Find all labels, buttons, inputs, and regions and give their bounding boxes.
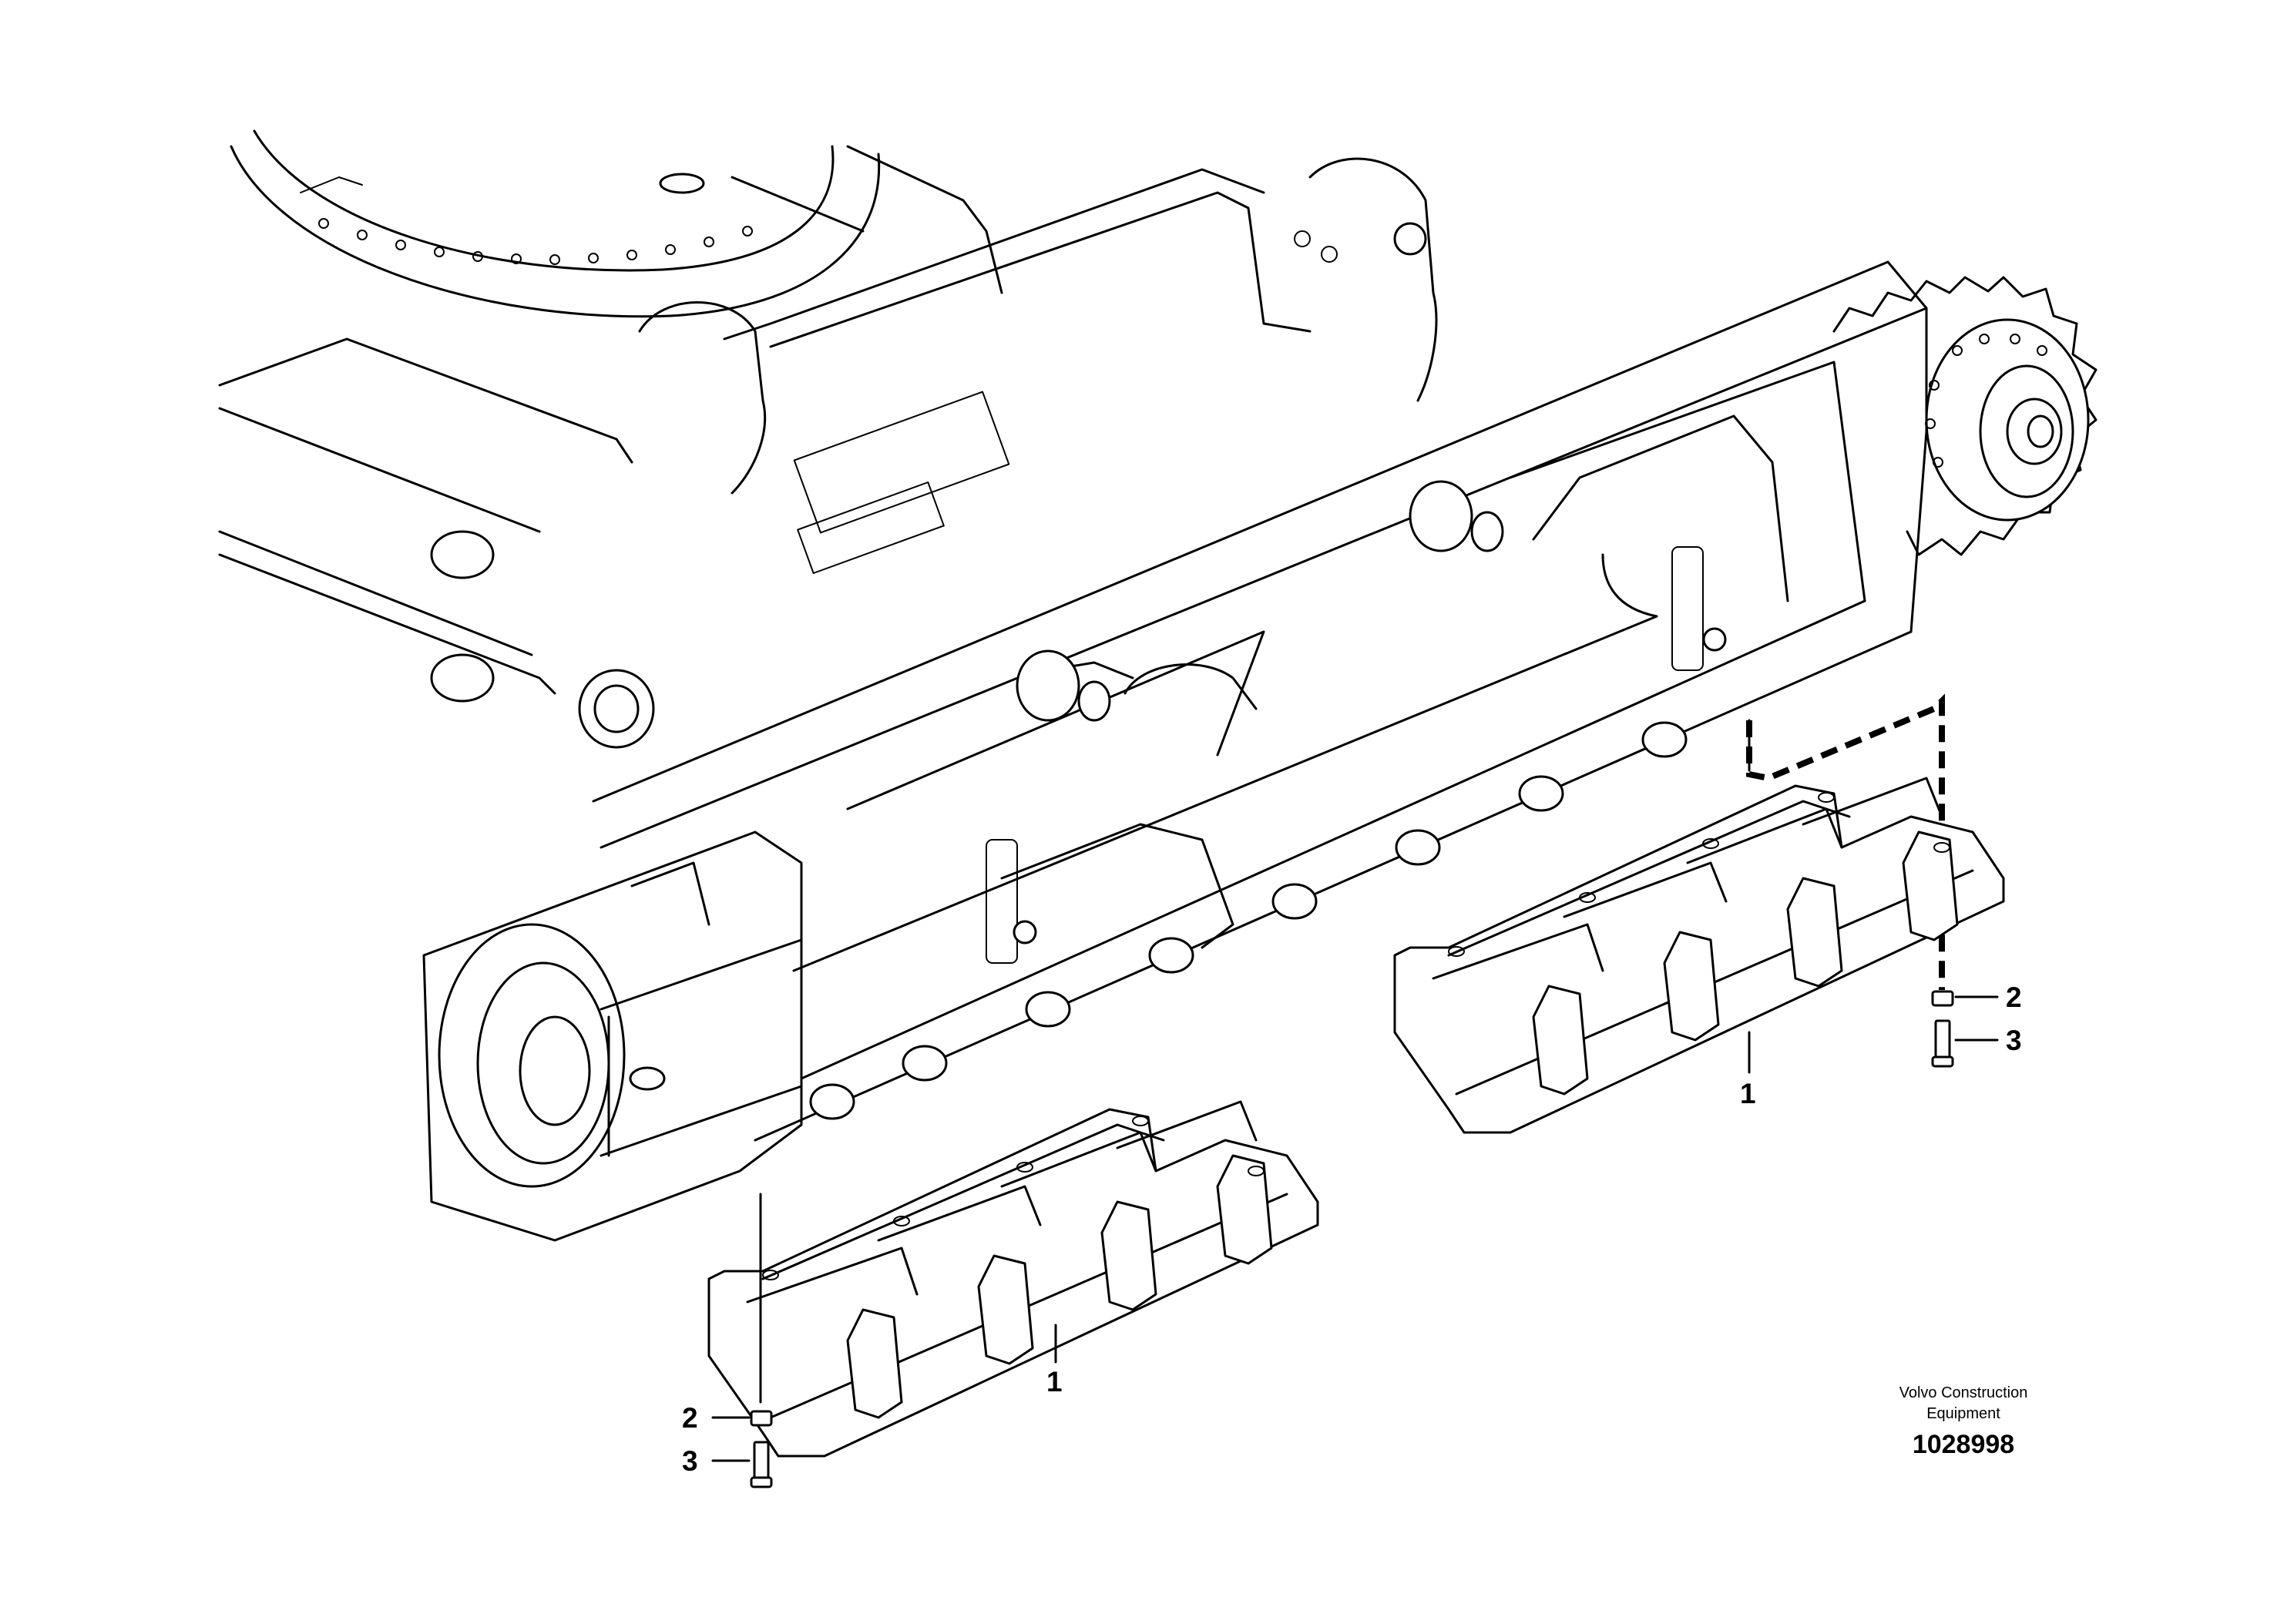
track-guard-right [1393,777,2005,1134]
undercarriage-frame [218,145,1438,749]
screw-right [1931,1019,1954,1068]
callout-guard-left: 1 [1046,1366,1063,1398]
callout-guard-right: 1 [1740,1078,1756,1109]
figure-id: 1028998 [1913,1430,2014,1459]
company-name-line1: Volvo Construction [1899,1384,2028,1401]
company-name-line2: Equipment [1926,1405,2000,1422]
callout-screw-right: 3 [2006,1025,2022,1056]
slewing-ring [230,129,881,318]
leader-lines [711,995,1999,1462]
ring-bolt-holes [318,218,753,265]
washer-right [1931,990,1954,1007]
front-idler-assembly [422,830,803,1242]
carrier-roller-right [1409,480,1504,552]
drive-sprocket [1832,276,2098,556]
track-guard-left [707,1100,1319,1458]
callout-washer-left: 2 [682,1402,698,1434]
callout-screw-left: 3 [682,1445,698,1477]
screw-left [750,1441,773,1488]
assembly-dashed-line [1746,693,1945,990]
sprocket-bolt-holes [1925,334,2047,468]
callout-washer-right: 2 [2006,981,2022,1013]
track-frame [592,260,1928,1142]
washer-left [750,1410,773,1427]
carrier-roller-middle [1016,649,1111,722]
track-rollers [809,721,1688,1120]
